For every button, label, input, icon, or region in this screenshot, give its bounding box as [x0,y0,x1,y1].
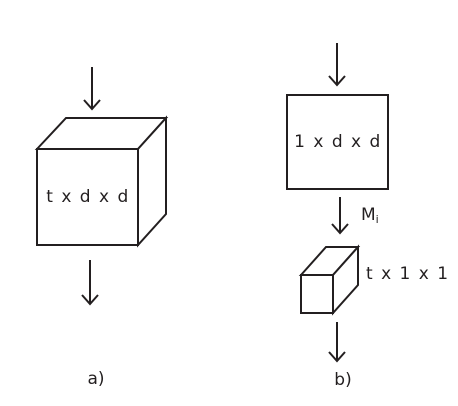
panel-b-caption: b) [334,370,351,390]
panel-a: t x d x d a) [34,67,169,389]
operator-symbol: M [361,205,376,225]
panel-a-output-arrow [81,260,99,306]
cube-dimension-label: t x d x d [46,187,129,207]
square-dimension-label: 1 x d x d [294,132,382,152]
cube-txdxd [34,115,169,248]
panel-b: 1 x d x d Mi t x 1 x 1 b) [286,43,450,390]
operator-subscript: i [376,213,379,226]
cube-front-face [36,148,139,246]
panel-a-input-arrow [83,67,101,111]
panel-a-caption: a) [87,369,104,389]
operator-arrow [331,197,349,235]
panel-b-output-arrow [328,322,346,363]
operator-label: Mi [361,205,379,226]
bar-dimension-label: t x 1 x 1 [366,264,450,284]
panel-b-input-arrow [328,43,346,87]
bar-tx1x1 [298,244,361,316]
bar-front-face [300,274,334,314]
square-1xdxd [286,94,389,190]
